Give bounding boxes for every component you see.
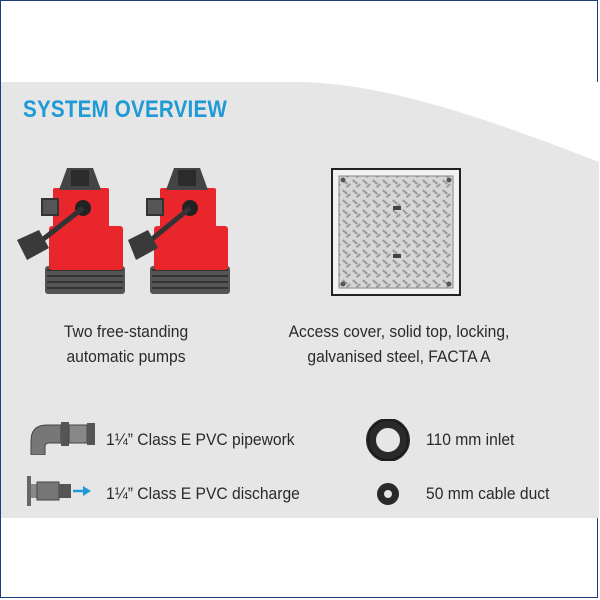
- cover-caption-line1: Access cover, solid top, locking,: [288, 322, 510, 341]
- legend-inlet-label: 110 mm inlet: [426, 430, 515, 449]
- pump-icon: [128, 168, 230, 294]
- cover-caption: Access cover, solid top, locking, galvan…: [270, 319, 528, 369]
- pumps-caption: Two free-standing automatic pumps: [39, 319, 214, 369]
- cover-caption-line2: galvanised steel, FACTA A: [307, 347, 491, 366]
- legend-cable-duct-label: 50 mm cable duct: [426, 484, 550, 503]
- pumps-caption-line1: Two free-standing: [63, 322, 189, 341]
- cable-duct-ring-icon: [377, 483, 399, 505]
- inlet-ring-icon: [366, 419, 410, 461]
- legend-discharge-label: 1¼” Class E PVC discharge: [106, 484, 300, 503]
- pump-icon: [17, 168, 125, 294]
- background-swoosh: [301, 82, 599, 162]
- pipe-elbow-icon: [30, 422, 95, 455]
- system-overview-panel: SYSTEM OVERVIEW: [1, 82, 599, 518]
- pumps-caption-line2: automatic pumps: [66, 347, 186, 366]
- section-title: SYSTEM OVERVIEW: [23, 96, 228, 123]
- discharge-pipe-icon: [27, 476, 91, 506]
- legend-pipework-label: 1¼” Class E PVC pipework: [106, 430, 295, 449]
- access-cover-icon: [331, 168, 461, 296]
